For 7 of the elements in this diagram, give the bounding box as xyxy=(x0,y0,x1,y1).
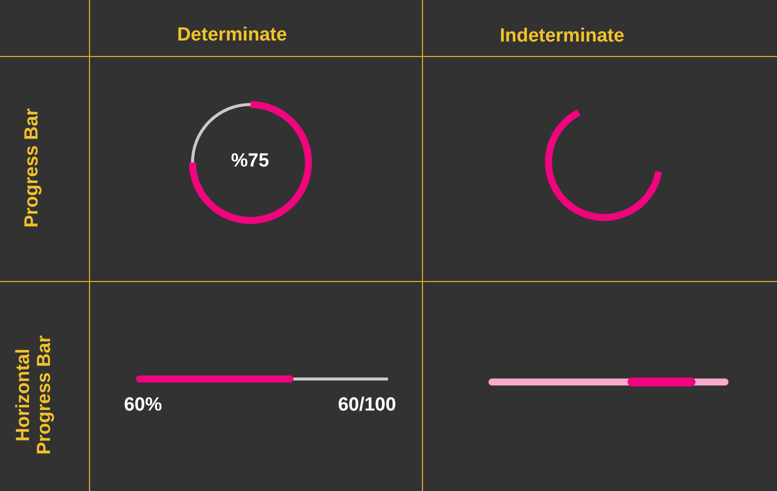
percent-label: %75 xyxy=(230,152,270,172)
progress-value: 60/100 xyxy=(338,396,396,416)
column-header: Determinate xyxy=(177,26,287,46)
column-header: Indeterminate xyxy=(500,26,624,48)
percent-label: 60% xyxy=(124,396,162,416)
row-header: Progress Bar xyxy=(22,108,44,228)
row-header: Horizontal Progress Bar xyxy=(14,334,56,457)
